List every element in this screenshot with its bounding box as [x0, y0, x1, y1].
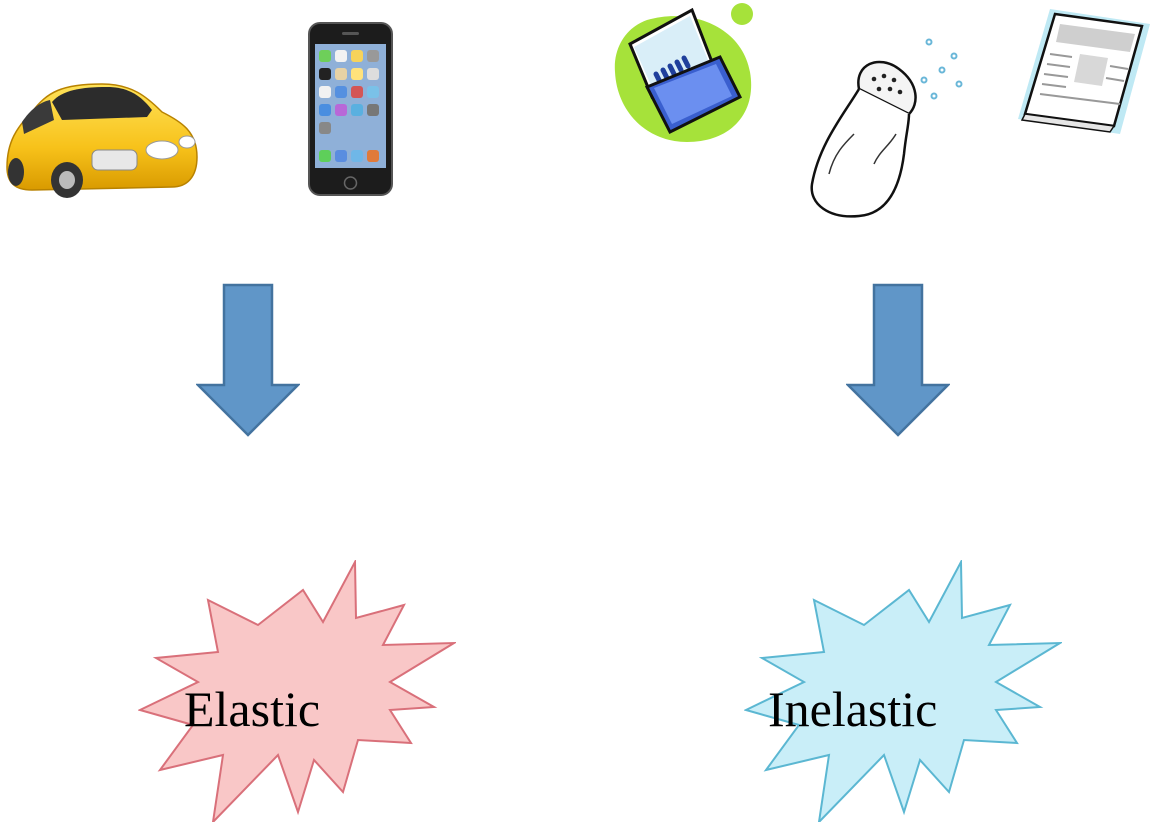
- car-icon: [2, 72, 202, 207]
- left-down-arrow: [196, 283, 300, 437]
- smartphone-icon: [308, 22, 393, 196]
- inelastic-burst-shape: [744, 560, 1062, 822]
- elastic-label: Elastic: [184, 681, 321, 737]
- elastic-burst: Elastic: [138, 560, 456, 822]
- elastic-burst-shape: [138, 560, 456, 822]
- newspaper-icon: [1010, 4, 1153, 136]
- matchbook-icon: [612, 2, 762, 144]
- right-down-arrow: [846, 283, 950, 437]
- salt-shaker-icon: [804, 34, 969, 224]
- inelastic-label: Inelastic: [768, 681, 938, 737]
- left-arrow-shape: [196, 283, 300, 437]
- right-arrow-shape: [846, 283, 950, 437]
- inelastic-burst: Inelastic: [744, 560, 1062, 822]
